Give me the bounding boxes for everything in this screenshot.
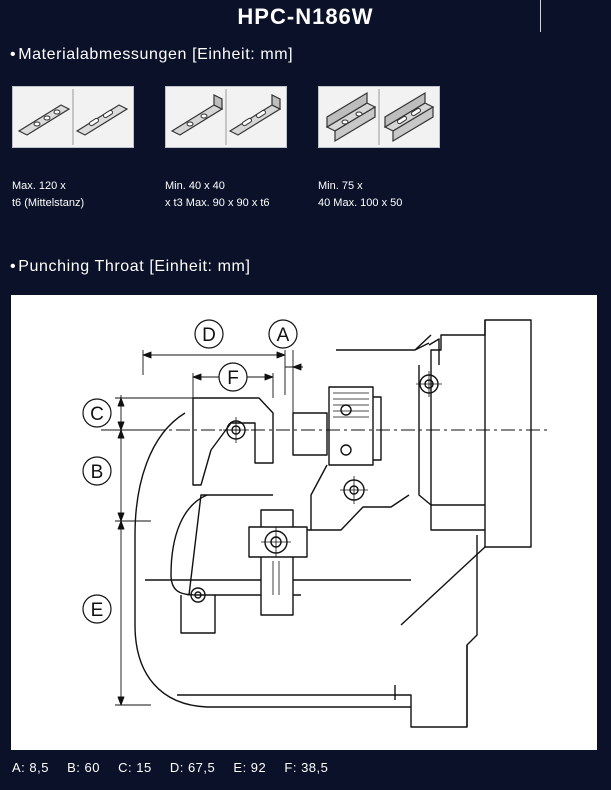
legend-item-d: D: 67,5 [169,760,216,775]
caption-line: Max. 120 x [12,180,66,192]
punching-throat-diagram: D A F C B E [11,295,597,750]
legend-key: B [67,760,77,775]
flat-bar-image [12,86,134,148]
angle-steel-image [165,86,287,148]
label-a: A [277,325,290,346]
label-f: F [227,368,239,389]
legend-item-b: B: 60 [67,760,100,775]
legend-value: 15 [136,760,152,775]
caption-line: 40 Max. 100 x 50 [318,197,403,209]
caption-line: x t3 Max. 90 x 90 x t6 [165,197,270,209]
legend-item-e: E: 92 [233,760,267,775]
legend-value: 38,5 [301,760,329,775]
legend-item-c: C: 15 [118,760,152,775]
legend-value: 8,5 [29,760,49,775]
legend-value: 92 [250,760,267,775]
material-caption-3: Min. 75 x 40 Max. 100 x 50 [318,178,402,212]
dimension-lines [115,350,303,706]
legend-item-a: A: 8,5 [12,760,49,775]
dimension-legend: A: 8,5 B: 60 C: 15 D: 67,5 E: 92 F: 38,5 [12,760,342,775]
legend-value: 67,5 [187,760,216,775]
legend-item-f: F: 38,5 [284,760,329,775]
heading-bullet: • [10,46,17,63]
dimension-labels [82,319,298,624]
legend-key: F [284,760,293,775]
material-caption-1: Max. 120 x t6 (Mittelstanz) [12,178,84,212]
throat-heading: •Punching Throat [Einheit: mm] [10,258,251,276]
label-c: C [90,404,104,425]
page-title: HPC-N186W [237,4,374,29]
upper-clamp [192,397,274,486]
caption-line: Min. 40 x 40 [165,180,225,192]
material-caption-2: Min. 40 x 40 x t3 Max. 90 x 90 x t6 [165,178,270,212]
materials-heading-text: Materialabmessungen [Einheit: mm] [18,46,294,63]
legend-key: D [169,760,180,775]
legend-key: E [233,760,243,775]
legend-value: 60 [84,760,100,775]
caption-line: t6 (Mittelstanz) [12,197,85,209]
title-divider [540,0,541,32]
legend-key: A [12,760,22,775]
materials-heading: •Materialabmessungen [Einheit: mm] [10,46,293,64]
channel-steel-image [318,86,440,148]
punch-unit [292,386,410,531]
heading-bullet: • [10,258,17,275]
label-b: B [91,462,104,483]
throat-heading-text: Punching Throat [Einheit: mm] [18,258,251,275]
caption-line: Min. 75 x [318,180,363,192]
lower-die [180,509,308,634]
label-e: E [91,600,104,621]
machine-body [177,319,532,728]
legend-key: C [118,760,128,775]
label-d: D [202,325,216,346]
